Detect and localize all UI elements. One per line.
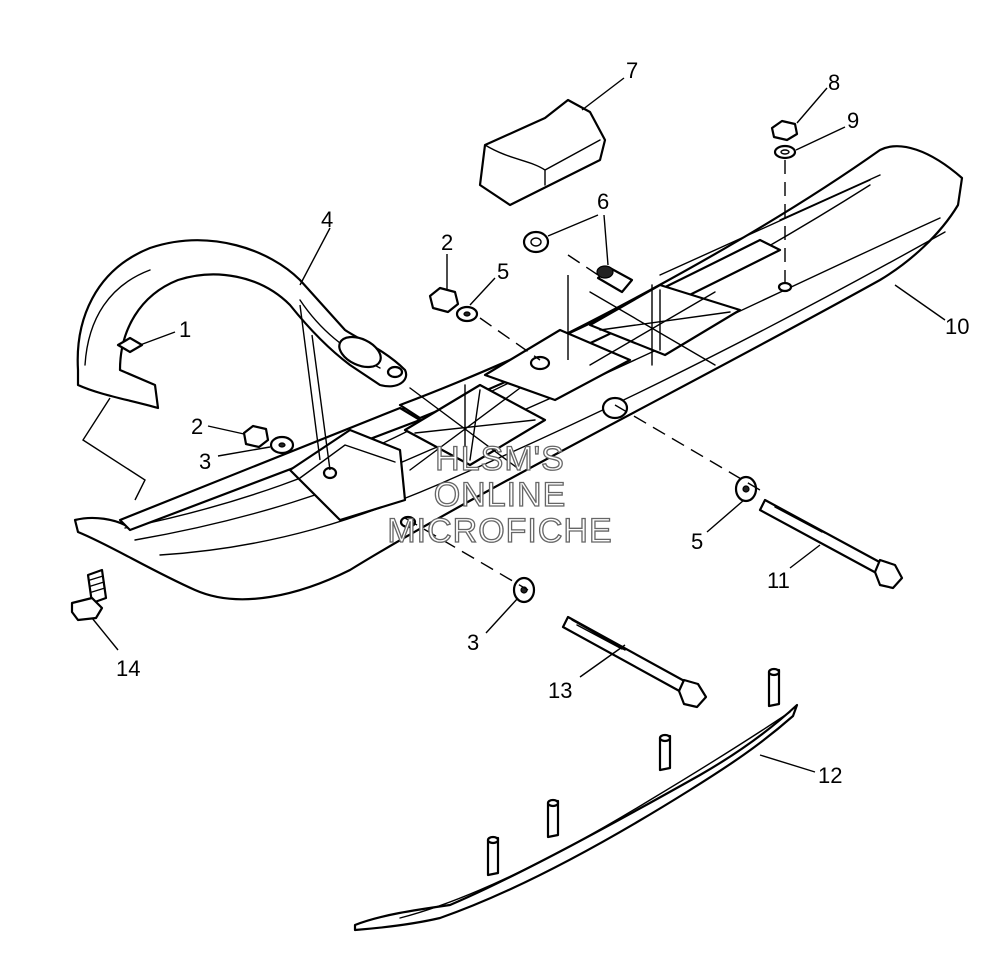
callout-7: 7 — [626, 58, 638, 83]
callout-5-upper: 5 — [497, 259, 509, 284]
callout-2-lower: 2 — [191, 414, 203, 439]
callout-8: 8 — [828, 70, 840, 95]
callout-14: 14 — [116, 656, 140, 681]
callout-11: 11 — [767, 568, 790, 593]
callout-1: 1 — [179, 317, 191, 342]
ski-damper-pad — [478, 98, 607, 207]
callout-5-right: 5 — [691, 529, 703, 554]
callout-6: 6 — [597, 189, 609, 214]
watermark: HLSM'S ONLINE MICROFICHE — [387, 284, 716, 551]
ski-loop-handle — [76, 239, 408, 410]
spindle-bushings — [522, 230, 634, 294]
callout-4: 4 — [321, 207, 333, 232]
fasteners — [116, 119, 799, 604]
callout-3-lower: 3 — [467, 630, 479, 655]
callout-12: 12 — [818, 763, 842, 788]
callout-leaders — [91, 77, 946, 773]
watermark-line-3: MICROFICHE — [387, 512, 612, 550]
watermark-line-2: ONLINE — [434, 476, 567, 514]
callout-3-left: 3 — [199, 449, 211, 474]
assembly-center-lines — [82, 160, 786, 591]
callout-13: 13 — [548, 678, 572, 703]
watermark-line-1: HLSM'S — [435, 440, 565, 478]
callout-9: 9 — [847, 108, 859, 133]
callout-labels: 1 2 2 3 3 4 5 5 6 7 8 9 10 11 12 13 14 — [116, 58, 969, 788]
callout-10: 10 — [945, 314, 969, 339]
callout-2-upper: 2 — [441, 230, 453, 255]
bolts — [70, 498, 904, 709]
ski-wear-bar — [353, 667, 799, 932]
ski-body — [73, 145, 964, 601]
